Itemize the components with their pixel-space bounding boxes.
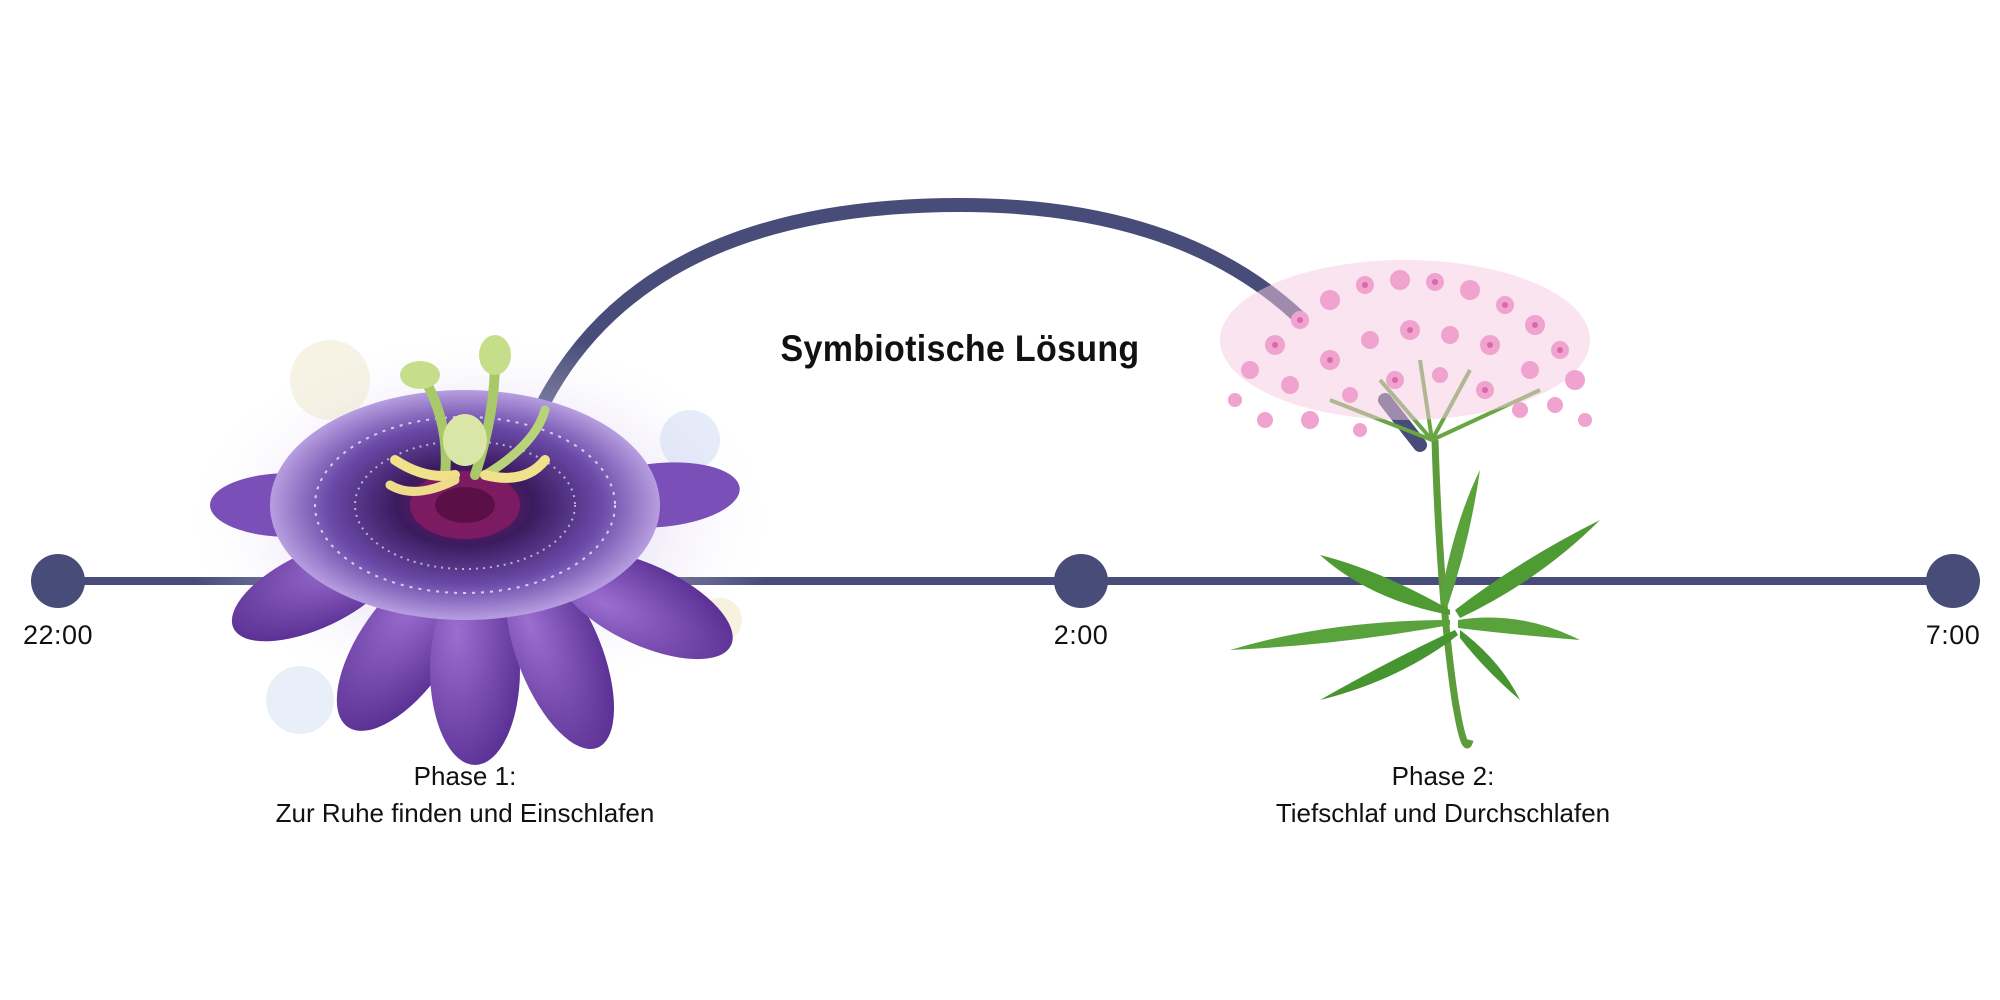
arc-title: Symbiotische Lösung	[780, 328, 1140, 370]
phase-2-description: Tiefschlaf und Durchschlafen	[1275, 798, 1611, 828]
phase-2-title: Phase 2:	[1391, 761, 1495, 791]
passion-flower-illustration	[180, 330, 780, 765]
timeline-node-start	[31, 554, 85, 608]
phase-2-caption: Phase 2: Tiefschlaf und Durchschlafen	[1183, 758, 1703, 832]
valerian-plant-illustration	[1220, 260, 1600, 749]
timeline-node-middle	[1054, 554, 1108, 608]
time-label-middle: 2:00	[1053, 620, 1109, 650]
phase-1-caption: Phase 1: Zur Ruhe finden und Einschlafen	[205, 758, 725, 832]
time-label-start: 22:00	[22, 620, 94, 650]
phase-1-description: Zur Ruhe finden und Einschlafen	[275, 798, 655, 828]
symbiosis-arc	[538, 197, 1307, 407]
time-label-end: 7:00	[1925, 620, 1981, 650]
phase-1-title: Phase 1:	[413, 761, 517, 791]
timeline-node-end	[1926, 554, 1980, 608]
